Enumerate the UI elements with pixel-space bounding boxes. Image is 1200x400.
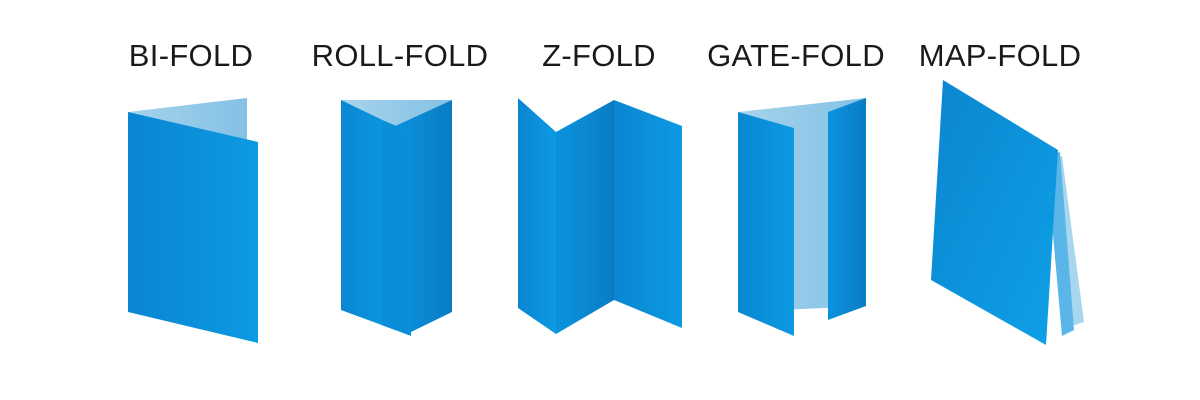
gate-fold-title: GATE-FOLD [707, 38, 885, 73]
gate-fold-left-flap [738, 112, 794, 336]
gate-fold-right-flap [828, 98, 866, 320]
bi-fold-illustration [128, 98, 258, 343]
roll-fold-left-panel [341, 100, 395, 330]
bi-fold-front-panel [128, 112, 258, 343]
map-fold-illustration [931, 80, 1084, 345]
map-fold-front-sheet [931, 80, 1058, 345]
bi-fold-title: BI-FOLD [128, 38, 254, 73]
z-fold-panel-2 [556, 100, 614, 334]
map-fold-title: MAP-FOLD [918, 38, 1082, 73]
roll-fold-inner-panel [382, 120, 411, 336]
z-fold-title: Z-FOLD [542, 38, 656, 73]
z-fold-panel-1 [518, 98, 556, 334]
roll-fold-title: ROLL-FOLD [311, 38, 489, 73]
z-fold-panel-3 [614, 100, 682, 328]
gate-fold-illustration [738, 98, 866, 336]
z-fold-illustration [518, 98, 682, 334]
roll-fold-illustration [341, 100, 452, 336]
roll-fold-top-panel [341, 100, 452, 126]
